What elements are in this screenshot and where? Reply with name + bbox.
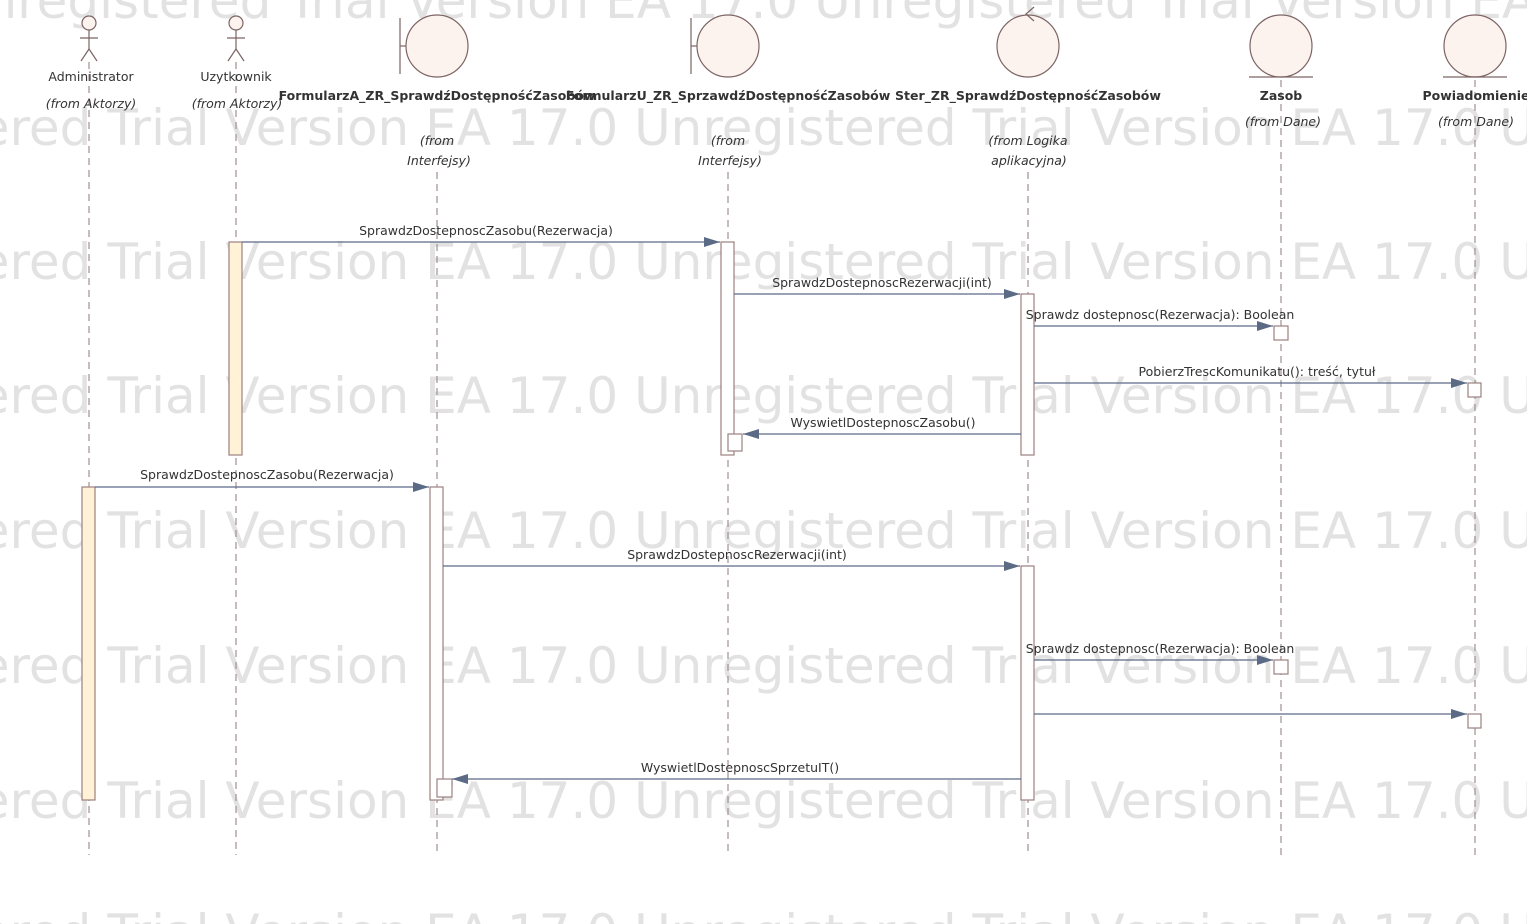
arrowhead-icon bbox=[1451, 709, 1467, 719]
entity-circle-icon bbox=[1249, 14, 1313, 78]
activation-uzytkownik[interactable] bbox=[228, 241, 243, 456]
actor-leg-right bbox=[88, 48, 98, 62]
entity-powiadomienie[interactable] bbox=[1443, 14, 1507, 78]
lifeline-name-administrator: Administrator bbox=[48, 69, 134, 84]
arrowhead-icon bbox=[1451, 378, 1467, 388]
lifeline-name-zasob: Zasob bbox=[1260, 88, 1303, 103]
activation-powiadomienie-2[interactable] bbox=[1467, 713, 1482, 729]
message-10[interactable]: WyswietlDostepnoscSprzetuIT() bbox=[452, 760, 1021, 784]
message-2[interactable]: SprawdzDostepnoscRezerwacji(int) bbox=[734, 275, 1020, 299]
lifeline-from-powiadomienie: (from Dane) bbox=[1438, 114, 1514, 129]
arrowhead-icon bbox=[1257, 655, 1273, 665]
entity-zasob[interactable] bbox=[1249, 14, 1313, 78]
activations bbox=[81, 241, 1482, 801]
watermark-row: EA 17.0 Unregistered Trial Version EA 17… bbox=[0, 772, 1527, 830]
boundary-circle-icon bbox=[696, 14, 760, 78]
watermark-row: EA 17.0 Unregistered Trial Version EA 17… bbox=[0, 367, 1527, 425]
lifeline-name-uzytkownik: Uzytkownik bbox=[200, 69, 272, 84]
entity-circle-icon bbox=[1443, 14, 1507, 78]
message-label: SprawdzDostepnoscRezerwacji(int) bbox=[627, 547, 847, 562]
lifeline-from-formularz-u-2: Interfejsy) bbox=[698, 153, 762, 168]
lifeline-from-ster: (from Logika bbox=[988, 133, 1067, 148]
arrowhead-icon bbox=[704, 237, 720, 247]
actor-leg-left bbox=[80, 48, 90, 62]
lifeline-labels: Administrator (from Aktorzy) Uzytkownik … bbox=[46, 69, 1527, 168]
message-label: SprawdzDostepnoscRezerwacji(int) bbox=[772, 275, 992, 290]
actor-uzytkownik[interactable] bbox=[227, 15, 245, 62]
message-7[interactable]: SprawdzDostepnoscRezerwacji(int) bbox=[443, 547, 1020, 571]
activation-formularz-u[interactable] bbox=[720, 241, 735, 456]
arrowhead-icon bbox=[1257, 321, 1273, 331]
message-label: PobierzTrescKomunikatu(): treść, tytuł bbox=[1139, 364, 1376, 379]
messages: SprawdzDostepnoscZasobu(Rezerwacja) Spra… bbox=[95, 223, 1467, 784]
boundary-formularz-a[interactable] bbox=[399, 14, 469, 78]
lifeline-from-formularz-a: (from bbox=[420, 133, 454, 148]
actor-head-icon bbox=[81, 15, 97, 31]
actor-leg-left bbox=[227, 48, 237, 62]
message-4[interactable]: PobierzTrescKomunikatu(): treść, tytuł bbox=[1034, 364, 1467, 388]
activation-zasob-2[interactable] bbox=[1273, 659, 1289, 675]
control-circle-icon bbox=[996, 14, 1060, 78]
activation-ster-1[interactable] bbox=[1020, 293, 1035, 456]
arrowhead-icon bbox=[1004, 561, 1020, 571]
message-label: SprawdzDostepnoscZasobu(Rezerwacja) bbox=[140, 467, 394, 482]
actor-leg-right bbox=[235, 48, 245, 62]
activation-formularz-u-self[interactable] bbox=[727, 433, 743, 452]
activation-formularz-a[interactable] bbox=[429, 486, 444, 801]
control-arrow-icon bbox=[1025, 6, 1035, 22]
arrowhead-icon bbox=[743, 429, 759, 439]
message-label: Sprawdz dostepnosc(Rezerwacja): Boolean bbox=[1026, 641, 1295, 656]
lifeline-name-ster: Ster_ZR_SprawdźDostępnośćZasobów bbox=[895, 88, 1161, 104]
watermark-row: EA 17.0 Unregistered Trial Version EA 17… bbox=[0, 637, 1527, 695]
lifeline-name-formularz-a: FormularzA_ZR_SprawdźDostępnośćZasobów bbox=[279, 88, 596, 104]
boundary-formularz-u[interactable] bbox=[690, 14, 760, 78]
message-9[interactable] bbox=[1034, 709, 1467, 719]
lifeline-from-zasob: (from Dane) bbox=[1245, 114, 1321, 129]
activation-administrator[interactable] bbox=[81, 486, 96, 801]
watermark-row: EA 17.0 Unregistered Trial Version EA 17… bbox=[0, 99, 1527, 157]
arrowhead-icon bbox=[1004, 289, 1020, 299]
message-6[interactable]: SprawdzDostepnoscZasobu(Rezerwacja) bbox=[95, 467, 429, 492]
actor-administrator[interactable] bbox=[80, 15, 98, 62]
watermark-row: EA 17.0 Unregistered Trial Version EA 17… bbox=[0, 904, 1527, 924]
lifeline-from-formularz-a-2: Interfejsy) bbox=[407, 153, 471, 168]
boundary-circle-icon bbox=[405, 14, 469, 78]
lifeline-from-formularz-u: (from bbox=[711, 133, 745, 148]
activation-powiadomienie-1[interactable] bbox=[1467, 382, 1482, 398]
message-label: SprawdzDostepnoscZasobu(Rezerwacja) bbox=[359, 223, 613, 238]
lifeline-from-uzytkownik: (from Aktorzy) bbox=[192, 96, 283, 111]
message-3[interactable]: Sprawdz dostepnosc(Rezerwacja): Boolean bbox=[1026, 307, 1295, 331]
message-label: Sprawdz dostepnosc(Rezerwacja): Boolean bbox=[1026, 307, 1295, 322]
activation-zasob-1[interactable] bbox=[1273, 325, 1289, 341]
actor-head-icon bbox=[228, 15, 244, 31]
lifeline-from-administrator: (from Aktorzy) bbox=[46, 96, 137, 111]
activation-formularz-a-self[interactable] bbox=[436, 778, 453, 798]
lifelines bbox=[88, 62, 1476, 855]
arrowhead-icon bbox=[452, 774, 468, 784]
message-label: WyswietlDostepnoscZasobu() bbox=[790, 415, 975, 430]
lifeline-from-ster-2: aplikacyjna) bbox=[991, 153, 1067, 168]
message-5[interactable]: WyswietlDostepnoscZasobu() bbox=[743, 415, 1021, 439]
arrowhead-icon bbox=[413, 482, 429, 492]
watermark-row: EA 17.0 Unregistered Trial Version EA 17… bbox=[0, 233, 1527, 291]
watermark-row: EA 17.0 Unregistered Trial Version EA 17… bbox=[0, 502, 1527, 560]
message-1[interactable]: SprawdzDostepnoscZasobu(Rezerwacja) bbox=[242, 223, 720, 247]
lifeline-name-formularz-u: FormularzU_ZR_SprzawdźDostępnośćZasobów bbox=[566, 88, 891, 104]
control-ster[interactable] bbox=[996, 6, 1060, 78]
message-label: WyswietlDostepnoscSprzetuIT() bbox=[641, 760, 839, 775]
lifeline-name-powiadomienie: Powiadomienie bbox=[1422, 88, 1527, 103]
message-8[interactable]: Sprawdz dostepnosc(Rezerwacja): Boolean bbox=[1026, 641, 1295, 665]
activation-ster-2[interactable] bbox=[1020, 565, 1035, 801]
